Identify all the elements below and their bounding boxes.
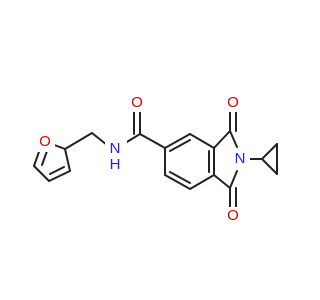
bond-furan-ch2 xyxy=(64,132,93,150)
amide-linker xyxy=(64,107,166,150)
furan-oxygen-label: O xyxy=(39,133,51,150)
benzene-bond-1 xyxy=(164,133,191,149)
imide-oxygen-bottom-label: O xyxy=(227,207,239,224)
cyclopropyl-bond-3 xyxy=(261,158,278,175)
furan-oxygen-bg xyxy=(35,132,55,152)
cyclopropyl-group xyxy=(245,143,278,175)
benzene-bond-4 xyxy=(189,174,215,190)
furan-bond-c4-c5 xyxy=(33,165,50,182)
imide-bond-c7a-c1 xyxy=(213,130,231,149)
imide-oxygen-top-bg xyxy=(223,94,243,112)
imide-bond-n-c3 xyxy=(229,170,238,189)
imide-bond-c1-n xyxy=(229,130,238,148)
amide-oxygen-label: O xyxy=(131,94,143,111)
furan-ring xyxy=(33,142,71,182)
molecule-diagram: O N H O N O O xyxy=(33,94,278,225)
structure-canvas: O N H O N O O xyxy=(33,93,278,225)
benzene-double-1 xyxy=(169,139,191,152)
amide-nitrogen-label: N xyxy=(110,140,121,157)
bond-carbonyl-ring xyxy=(139,133,166,149)
amide-oxygen-bg xyxy=(127,94,147,112)
imide-nitrogen-label: N xyxy=(235,150,246,167)
imide-nitrogen-bg xyxy=(230,149,250,169)
benzene-bond-5 xyxy=(164,174,191,190)
imide-oxygen-top-label: O xyxy=(227,94,239,111)
benzene-ring xyxy=(164,133,215,190)
furan-double-bond-inner-2 xyxy=(41,150,48,166)
amide-nh-bg xyxy=(105,140,127,168)
benzene-double-3 xyxy=(169,171,191,184)
furan-bond-c2-c3 xyxy=(64,148,71,172)
amide-hydrogen-label: H xyxy=(110,156,121,173)
imide-bond-c3-c3a xyxy=(213,174,231,189)
bond-ch2-n xyxy=(91,132,108,146)
imide-oxygen-bottom-bg xyxy=(223,207,243,225)
furan-bond-c3-c4 xyxy=(48,170,71,182)
cyclopropyl-bond-1 xyxy=(261,143,278,160)
furan-double-bond-inner xyxy=(49,166,65,175)
atom-labels: O N H O N O O xyxy=(35,94,250,225)
benzene-bond-2 xyxy=(189,133,215,149)
